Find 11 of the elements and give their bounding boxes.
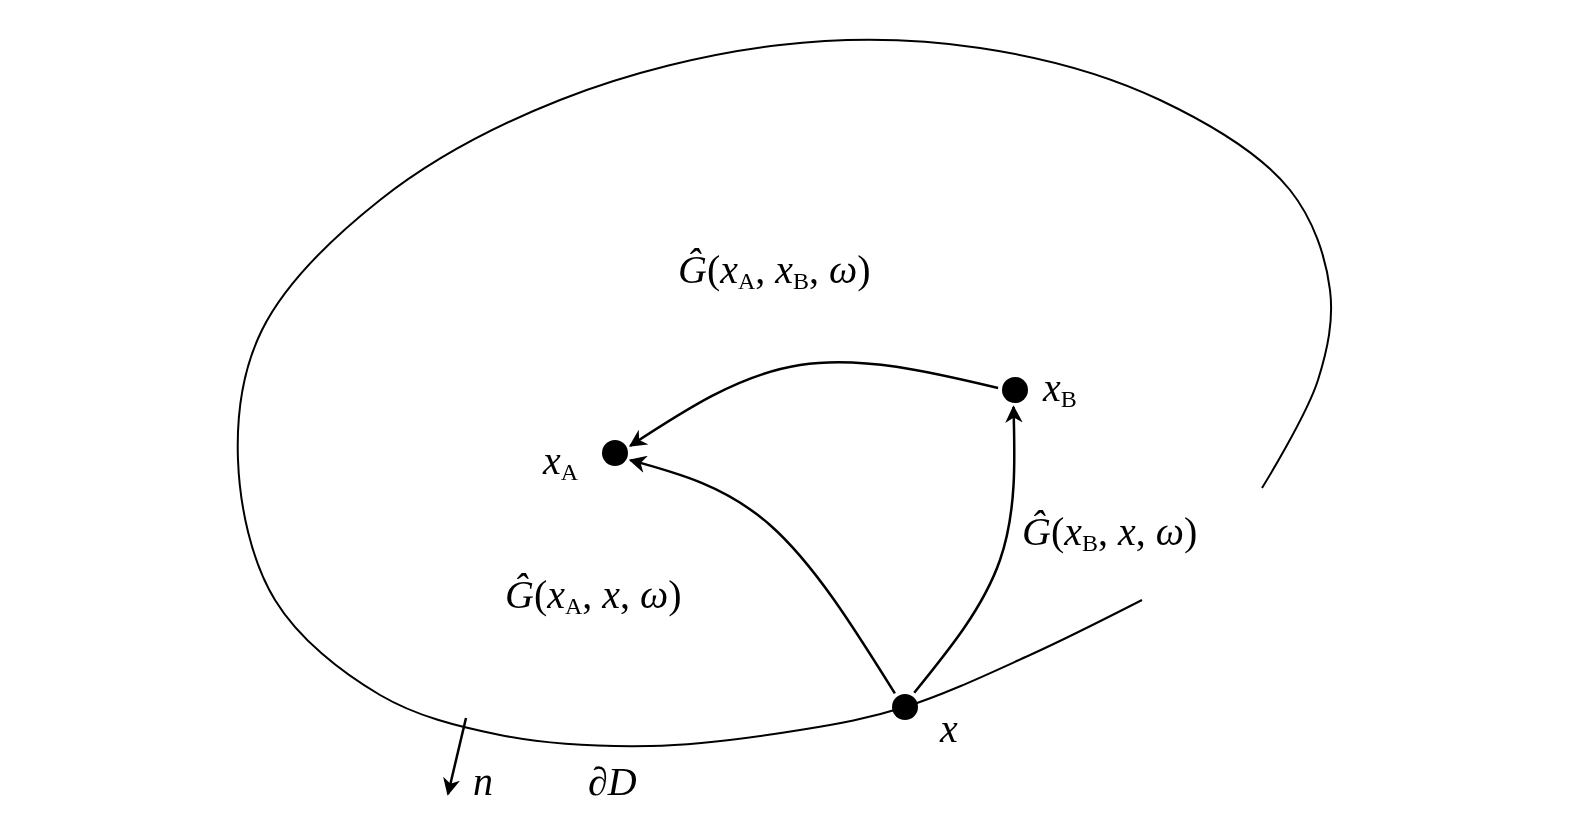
edge-label: Ĝ(x$_{B}$, x, ω) <box>1022 512 1198 555</box>
math-label: n <box>473 762 493 802</box>
edge-label: Ĝ(x$_{A}$, x, ω) <box>505 575 682 618</box>
math-label: ∂D <box>588 762 637 802</box>
arrow <box>913 405 1023 694</box>
edge-label: Ĝ(x$_{A}$, x$_{B}$, ω) <box>678 250 871 293</box>
point-label: x$_{A}$ <box>543 441 579 484</box>
arrow <box>628 455 896 694</box>
arrow <box>628 361 999 447</box>
point-label: x <box>940 709 958 749</box>
point-label: x$_{B}$ <box>1043 368 1077 411</box>
